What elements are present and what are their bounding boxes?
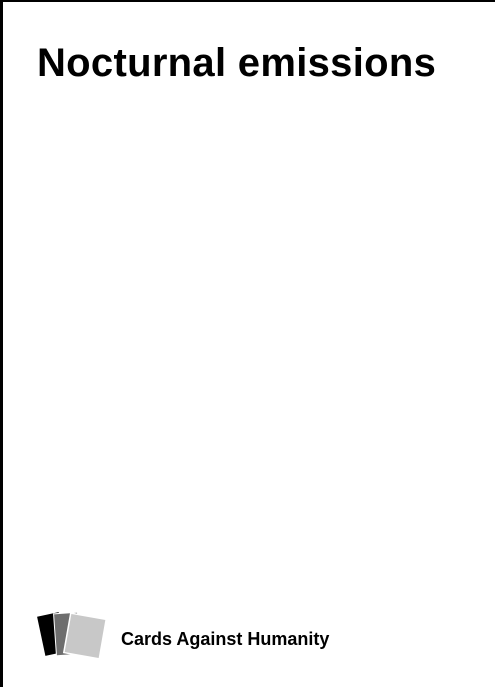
three-stacked-cards-icon bbox=[37, 611, 108, 660]
card-text: Nocturnal emissions bbox=[37, 41, 437, 85]
logo-light-card bbox=[62, 612, 108, 660]
brand-name: Cards Against Humanity bbox=[121, 628, 330, 649]
card-footer: Cards Against Humanity bbox=[35, 608, 329, 664]
